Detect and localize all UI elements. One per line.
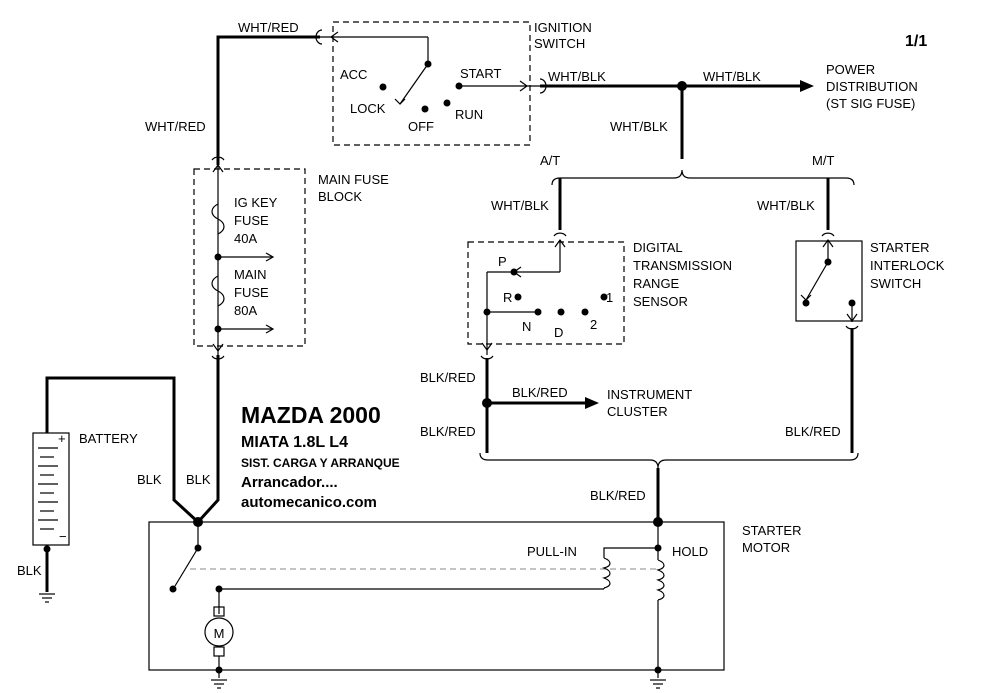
title-block: MAZDA 2000 MIATA 1.8L L4 SIST. CARGA Y A… — [241, 402, 400, 511]
wire-label-blk-red-starter: BLK/RED — [590, 488, 646, 503]
wire-label-wht-red-left: WHT/RED — [145, 119, 206, 134]
starter-motor-box — [148, 521, 725, 671]
merge-brace — [479, 452, 859, 469]
title-line-1: MAZDA 2000 — [241, 402, 381, 428]
battery-case — [32, 432, 70, 546]
wire-label-wht-blk-at: WHT/BLK — [491, 198, 549, 213]
range-pos-p: P — [498, 254, 507, 269]
title-line-2: MIATA 1.8L L4 — [241, 434, 348, 451]
wire-wht-blk: WHT/BLK WHT/BLK WHT/BLK POWER DISTRIBUTI… — [540, 62, 918, 159]
range-pos-n: N — [522, 319, 531, 334]
interlock-switch-label-1: STARTER — [870, 240, 929, 255]
range-pos-r: R — [503, 290, 512, 305]
fuse1-label-2: FUSE — [234, 213, 269, 228]
solenoid-ground-icon — [650, 679, 666, 689]
battery: + − BATTERY BLK — [17, 376, 200, 603]
starter-motor-label-2: MOTOR — [742, 540, 790, 555]
fuse2-label-3: 80A — [234, 303, 257, 318]
main-fuse-block-label-2: BLOCK — [318, 189, 362, 204]
wire-blk-red-at: BLK/RED BLK/RED BLK/RED INSTRUMENT CLUST… — [420, 358, 692, 453]
wire-label-wht-blk-1: WHT/BLK — [548, 69, 606, 84]
range-pos-1: 1 — [606, 290, 613, 305]
main-fuse-block-label-1: MAIN FUSE — [318, 172, 389, 187]
range-sensor-label-1: DIGITAL — [633, 240, 683, 255]
battery-ground-icon — [39, 593, 55, 603]
wire-label-blk-1: BLK — [137, 472, 162, 487]
hold-label: HOLD — [672, 544, 708, 559]
ignition-switch: ACC LOCK OFF RUN START IGNITION SWITCH — [315, 20, 592, 146]
instrument-cluster-label-2: CLUSTER — [607, 404, 668, 419]
fuse2-label-1: MAIN — [234, 267, 267, 282]
starter-motor: M PULL-IN HOLD STARTER MOTOR — [148, 517, 801, 689]
wire-label-wht-blk-3: WHT/BLK — [610, 119, 668, 134]
ignition-switch-label-2: SWITCH — [534, 36, 585, 51]
motor-ground-icon — [211, 679, 227, 689]
range-sensor-label-4: SENSOR — [633, 294, 688, 309]
instrument-cluster-label-1: INSTRUMENT — [607, 387, 692, 402]
ignition-pos-off: OFF — [408, 119, 434, 134]
starter-motor-label-1: STARTER — [742, 523, 801, 538]
wire-label-blk-battery: BLK — [17, 563, 42, 578]
power-distribution-label-3: (ST SIG FUSE) — [826, 96, 915, 111]
fuse1-label-3: 40A — [234, 231, 257, 246]
interlock-switch-label-2: INTERLOCK — [870, 258, 945, 273]
battery-label: BATTERY — [79, 431, 138, 446]
interlock-switch: WHT/BLK STARTER INTERLOCK SWITCH BLK/RED — [757, 178, 945, 453]
page-number: 1/1 — [905, 33, 927, 50]
brace-label-mt: M/T — [812, 153, 834, 168]
range-sensor: WHT/BLK P R N D 2 1 DIGITAL TRANSMISSION… — [467, 178, 732, 360]
ignition-pos-acc: ACC — [340, 67, 367, 82]
battery-plus-label: + — [58, 431, 66, 446]
power-distribution-label-2: DISTRIBUTION — [826, 79, 918, 94]
wire-label-wht-red-top: WHT/RED — [238, 20, 299, 35]
motor-symbol: M — [214, 626, 225, 641]
ignition-pos-run: RUN — [455, 107, 483, 122]
transmission-brace: A/T M/T — [540, 153, 855, 186]
main-fuse-block: IG KEY FUSE 40A MAIN FUSE 80A MAIN FUSE … — [193, 156, 389, 360]
range-sensor-box — [467, 241, 625, 345]
pull-in-label: PULL-IN — [527, 544, 577, 559]
interlock-switch-label-3: SWITCH — [870, 276, 921, 291]
ignition-pos-lock: LOCK — [350, 101, 386, 116]
title-line-4: Arrancador.... — [241, 474, 338, 491]
power-distribution-label-1: POWER — [826, 62, 875, 77]
wire-blk-red-starter: BLK/RED — [590, 468, 660, 522]
battery-minus-label: − — [59, 529, 67, 544]
wire-label-wht-blk-2: WHT/BLK — [703, 69, 761, 84]
range-sensor-label-2: TRANSMISSION — [633, 258, 732, 273]
title-line-3: SIST. CARGA Y ARRANQUE — [241, 456, 400, 470]
range-sensor-label-3: RANGE — [633, 276, 680, 291]
wire-label-blk-red-3: BLK/RED — [512, 385, 568, 400]
wire-label-wht-blk-mt: WHT/BLK — [757, 198, 815, 213]
motor-icon — [204, 617, 234, 647]
ignition-pos-start: START — [460, 66, 501, 81]
ignition-switch-label-1: IGNITION — [534, 20, 592, 35]
hold-coil — [655, 559, 665, 601]
main-fuse-block-box — [193, 168, 306, 347]
pull-in-coil — [601, 557, 611, 589]
range-pos-2: 2 — [590, 317, 597, 332]
range-pos-d: D — [554, 325, 563, 340]
wire-blk-main: BLK BLK — [137, 355, 220, 524]
wire-label-blk-red-2: BLK/RED — [420, 424, 476, 439]
wire-label-blk-2: BLK — [186, 472, 211, 487]
wire-wht-red: WHT/RED WHT/RED — [145, 20, 320, 165]
fuse1-label-1: IG KEY — [234, 195, 278, 210]
brace-label-at: A/T — [540, 153, 560, 168]
wire-label-blk-red-mt: BLK/RED — [785, 424, 841, 439]
title-line-5: automecanico.com — [241, 494, 377, 511]
fuse2-label-2: FUSE — [234, 285, 269, 300]
wire-label-blk-red-1: BLK/RED — [420, 370, 476, 385]
